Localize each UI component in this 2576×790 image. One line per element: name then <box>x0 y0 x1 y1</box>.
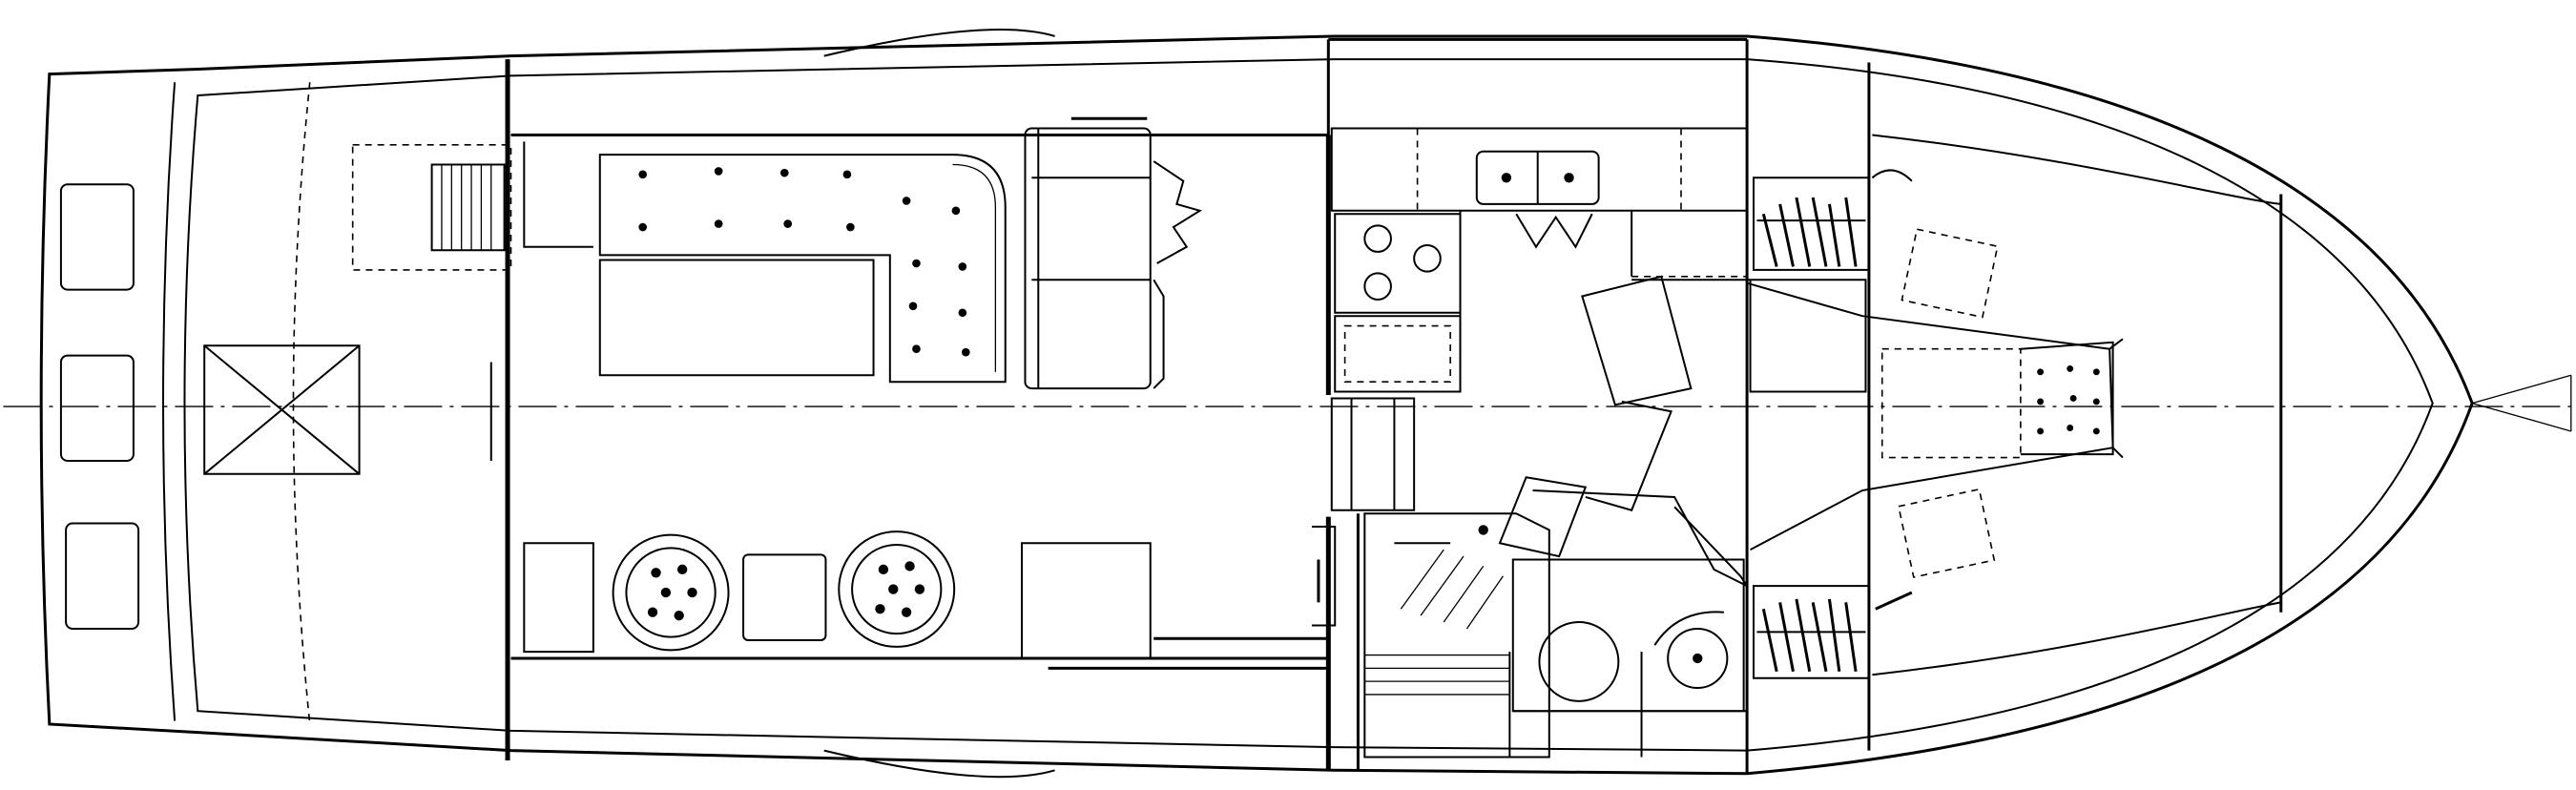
l-shaped-settee <box>600 155 1006 382</box>
burner <box>1364 273 1391 300</box>
salon-table <box>600 260 874 376</box>
oven <box>1335 316 1460 391</box>
stool-seat <box>626 548 715 636</box>
hanging-locker <box>1754 586 1869 678</box>
stool <box>839 531 954 647</box>
ladder-rungs <box>442 165 491 251</box>
head <box>1358 490 1747 770</box>
shower-floor <box>1394 525 1503 629</box>
overhead-hatch <box>1899 489 1994 577</box>
forward-bulkhead <box>1312 39 1747 770</box>
steps <box>1364 652 1509 757</box>
hull-outline <box>41 30 2571 777</box>
aft-cockpit <box>61 82 511 724</box>
galley <box>1332 129 1747 510</box>
toilet <box>1539 622 1618 701</box>
burner <box>1364 225 1391 252</box>
stool-seat <box>852 545 941 634</box>
wash-basin <box>1668 629 1727 688</box>
overhead-hatch <box>1901 229 1997 317</box>
cushion-tufting <box>638 167 970 357</box>
hanging-locker <box>1754 177 1869 270</box>
transom-window <box>66 524 138 629</box>
cabinet <box>1022 543 1151 658</box>
ladder <box>432 165 505 251</box>
burner <box>1414 245 1441 272</box>
v-berth <box>1747 283 2112 550</box>
cabinet <box>524 543 593 652</box>
berth-cushion <box>1882 349 2021 458</box>
deck-hatch <box>204 345 359 474</box>
stool-tufting <box>647 561 925 621</box>
stool <box>613 535 729 651</box>
transom-window <box>61 184 134 289</box>
stove <box>1335 214 1460 313</box>
transom-window <box>61 356 134 461</box>
chair <box>1025 129 1150 389</box>
side-table <box>743 554 825 640</box>
passage-doors <box>1500 39 1865 773</box>
berth-filler <box>2021 343 2113 454</box>
refrigerator <box>1332 398 1414 509</box>
salon <box>508 39 1328 760</box>
